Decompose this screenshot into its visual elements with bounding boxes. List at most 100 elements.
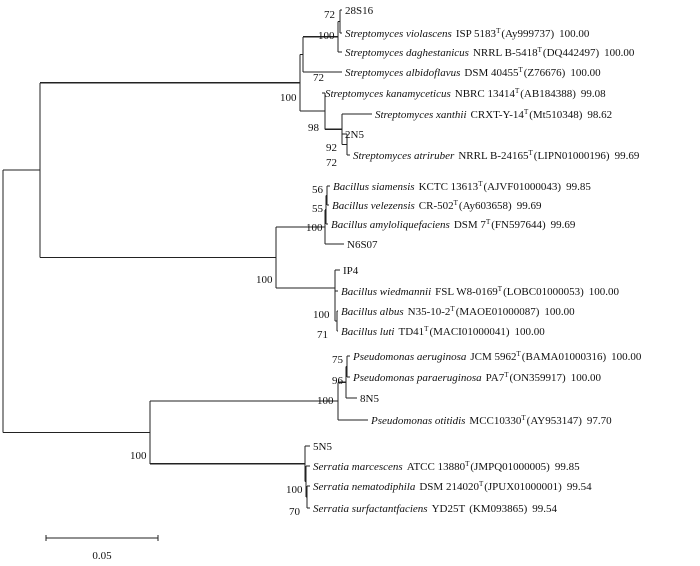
strain-name: ISP 5183 bbox=[456, 28, 497, 40]
accession-number: (Z76676) bbox=[524, 67, 566, 79]
taxon-label: N6S07 bbox=[347, 239, 378, 251]
identity-percent: 100.00 bbox=[515, 326, 546, 338]
species-name: Bacillus wiedmannii bbox=[341, 286, 431, 298]
strain-name: DSM 40455 bbox=[464, 67, 519, 79]
taxon-label: 2N5 bbox=[345, 129, 364, 141]
isolate-name: IP4 bbox=[343, 265, 359, 277]
identity-percent: 100.00 bbox=[544, 306, 575, 318]
bootstrap-node-aeruginosa-paraeruginosa: 75 bbox=[332, 354, 344, 366]
isolate-name: N6S07 bbox=[347, 239, 378, 251]
species-name: Bacillus siamensis bbox=[333, 181, 415, 193]
strain-name: YD25T bbox=[432, 503, 466, 515]
taxon-label: 8N5 bbox=[360, 393, 379, 405]
accession-number: (FN597644) bbox=[491, 219, 546, 231]
taxon-label: IP4 bbox=[343, 265, 359, 277]
species-name: Streptomyces xanthii bbox=[375, 109, 467, 121]
species-name: Streptomyces kanamyceticus bbox=[325, 88, 451, 100]
bootstrap-node-siamensis-velezensis: 56 bbox=[312, 184, 324, 196]
species-name: Streptomyces daghestanicus bbox=[345, 47, 469, 59]
type-strain-mark: T bbox=[450, 305, 455, 313]
identity-percent: 100.00 bbox=[611, 351, 642, 363]
species-name: Serratia nematodiphila bbox=[313, 481, 416, 493]
type-strain-mark: T bbox=[478, 180, 483, 188]
identity-percent: 100.00 bbox=[571, 372, 602, 384]
bootstrap-node-pseudomonas-serratia: 100 bbox=[130, 450, 147, 462]
type-strain-mark: T bbox=[465, 460, 470, 468]
accession-number: (MACI01000041) bbox=[429, 326, 509, 338]
identity-percent: 100.00 bbox=[559, 28, 590, 40]
strain-name: FSL W8-0169 bbox=[435, 286, 498, 298]
accession-number: (Mt510348) bbox=[529, 109, 583, 121]
bootstrap-node-wiedmannii-group: 100 bbox=[313, 309, 330, 321]
species-name: Pseudomonas paraeruginosa bbox=[352, 372, 482, 384]
type-strain-mark: T bbox=[486, 218, 491, 226]
species-name: Streptomyces albidoflavus bbox=[345, 67, 460, 79]
type-strain-mark: T bbox=[454, 199, 459, 207]
isolate-name: 5N5 bbox=[313, 441, 332, 453]
accession-number: (JPUX01000001) bbox=[484, 481, 562, 493]
scale-bar-label: 0.05 bbox=[92, 550, 112, 561]
identity-percent: 99.08 bbox=[581, 88, 606, 100]
identity-percent: 99.85 bbox=[555, 461, 580, 473]
taxon-label: Streptomyces xanthii CRXT-Y-14T(Mt510348)… bbox=[375, 108, 612, 121]
type-strain-mark: T bbox=[496, 27, 501, 35]
identity-percent: 99.54 bbox=[532, 503, 557, 515]
accession-number: (AY953147) bbox=[527, 415, 583, 427]
strain-name: DSM 214020 bbox=[419, 481, 479, 493]
bootstrap-node-xanthii-group: 92 bbox=[326, 142, 337, 154]
accession-number: (AB184388) bbox=[520, 88, 576, 100]
strain-name: DSM 7 bbox=[454, 219, 487, 231]
strain-name: ATCC 13880 bbox=[407, 461, 466, 473]
type-strain-mark: T bbox=[518, 66, 523, 74]
taxon-label: Streptomyces albidoflavus DSM 40455T(Z766… bbox=[345, 66, 601, 79]
species-name: Pseudomonas aeruginosa bbox=[352, 351, 467, 363]
species-name: Serratia marcescens bbox=[313, 461, 403, 473]
bootstrap-node-violascens-group: 100 bbox=[318, 30, 335, 42]
strain-name: NRRL B-24165 bbox=[458, 150, 529, 162]
type-strain-mark: T bbox=[424, 325, 429, 333]
bootstrap-node-streptomyces: 100 bbox=[280, 92, 297, 104]
accession-number: (LOBC01000053) bbox=[503, 286, 584, 298]
scale-bar: 0.05 bbox=[45, 535, 159, 562]
strain-name: NRRL B-5418 bbox=[473, 47, 538, 59]
species-name: Serratia surfactantfaciens bbox=[313, 503, 428, 515]
species-name: Bacillus albus bbox=[341, 306, 404, 318]
bootstrap-node-bacillus: 100 bbox=[256, 274, 273, 286]
identity-percent: 100.00 bbox=[604, 47, 635, 59]
species-name: Streptomyces violascens bbox=[345, 28, 452, 40]
identity-percent: 99.69 bbox=[551, 219, 576, 231]
identity-percent: 99.85 bbox=[566, 181, 591, 193]
identity-percent: 99.69 bbox=[615, 150, 640, 162]
species-name: Streptomyces atriruber bbox=[353, 150, 455, 162]
species-name: Bacillus luti bbox=[341, 326, 394, 338]
bootstrap-node-marcescens-group: 100 bbox=[286, 484, 303, 496]
identity-percent: 98.62 bbox=[587, 109, 612, 121]
strain-name: PA7 bbox=[486, 372, 505, 384]
bootstrap-node-amyloliquefaciens-group: 55 bbox=[312, 203, 324, 215]
accession-number: (ON359917) bbox=[509, 372, 566, 384]
type-strain-mark: T bbox=[524, 108, 529, 116]
strain-name: KCTC 13613 bbox=[419, 181, 479, 193]
taxon-label: 28S16 bbox=[345, 5, 374, 17]
bootstrap-node-2n5-atriruber: 72 bbox=[326, 157, 337, 169]
type-strain-mark: T bbox=[504, 371, 509, 379]
accession-number: (MAOE01000087) bbox=[456, 306, 540, 318]
bootstrap-node-amyloliquefaciens-n6s07: 100 bbox=[306, 222, 323, 234]
bootstrap-node-albidoflavus-group: 72 bbox=[313, 72, 324, 84]
type-strain-mark: T bbox=[521, 414, 526, 422]
strain-name: CRXT-Y-14 bbox=[471, 109, 525, 121]
accession-number: (LIPN01000196) bbox=[534, 150, 610, 162]
